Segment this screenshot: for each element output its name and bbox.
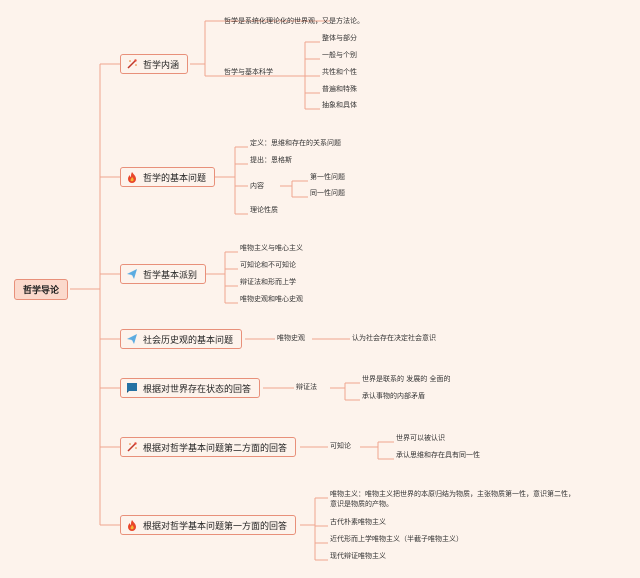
branch-first-aspect[interactable]: 根据对哲学基本问题第一方面的回答 — [120, 515, 297, 535]
leaf-item: 世界可以被认识 — [396, 434, 445, 442]
branch-world-state[interactable]: 根据对世界存在状态的回答 — [120, 378, 261, 398]
root-node[interactable]: 哲学导论 — [14, 279, 69, 300]
paper-plane-icon — [126, 268, 138, 280]
branch-label: 哲学基本派别 — [143, 270, 198, 281]
sparkle-icon — [126, 441, 138, 453]
branch-basic-problem[interactable]: 哲学的基本问题 — [120, 167, 216, 187]
leaf-item: 内容 — [250, 182, 264, 190]
leaf-item: 可知论和不可知论 — [240, 261, 296, 269]
fire-icon — [126, 519, 138, 531]
leaf-item: 唯物主义：唯物主义把世界的本原归结为物质，主张物质第一性，意识第二性， — [330, 490, 575, 498]
leaf-item: 一般与个别 — [322, 51, 357, 59]
branch-schools[interactable]: 哲学基本派别 — [120, 264, 207, 284]
leaf-item: 可知论 — [330, 442, 351, 450]
branch-philosophy-meaning[interactable]: 哲学内涵 — [120, 54, 189, 74]
leaf-item: 承认事物的内部矛盾 — [362, 392, 425, 400]
leaf-item: 近代形而上学唯物主义（半截子唯物主义） — [330, 535, 463, 543]
leaf-item: 意识是物质的产物。 — [330, 500, 393, 508]
leaf-item: 共性和个性 — [322, 68, 357, 76]
flag-icon — [126, 382, 138, 394]
leaf-item: 辩证法和形而上学 — [240, 278, 296, 286]
leaf-item: 整体与部分 — [322, 34, 357, 42]
fire-icon — [126, 171, 138, 183]
leaf-item: 唯物史观 — [277, 334, 305, 342]
branch-label: 哲学内涵 — [143, 60, 180, 71]
branch-label: 根据对哲学基本问题第一方面的回答 — [143, 521, 288, 532]
leaf-item: 同一性问题 — [310, 189, 345, 197]
branch-label: 根据对世界存在状态的回答 — [143, 384, 252, 395]
leaf-item: 定义：思维和存在的关系问题 — [250, 139, 341, 147]
leaf-item: 认为社会存在决定社会意识 — [352, 334, 436, 342]
leaf-item: 辩证法 — [296, 383, 317, 391]
leaf-philosophy-and-science: 哲学与基本科学 — [224, 68, 273, 76]
leaf-item: 唯物史观和唯心史观 — [240, 295, 303, 303]
branch-second-aspect[interactable]: 根据对哲学基本问题第二方面的回答 — [120, 437, 297, 457]
branch-label: 社会历史观的基本问题 — [143, 335, 234, 346]
leaf-item: 第一性问题 — [310, 173, 345, 181]
leaf-item: 理论性质 — [250, 206, 278, 214]
paper-plane-icon — [126, 333, 138, 345]
leaf-item: 古代朴素唯物主义 — [330, 518, 386, 526]
branch-label: 根据对哲学基本问题第二方面的回答 — [143, 443, 288, 454]
sparkle-icon — [126, 58, 138, 70]
leaf-item: 抽象和具体 — [322, 101, 357, 109]
leaf-item: 普遍和特殊 — [322, 85, 357, 93]
leaf-item: 唯物主义与唯心主义 — [240, 244, 303, 252]
leaf-item: 现代辩证唯物主义 — [330, 552, 386, 560]
branch-label: 哲学的基本问题 — [143, 173, 207, 184]
leaf-definition: 哲学是系统化理论化的世界观，又是方法论。 — [224, 17, 364, 25]
leaf-item: 提出：恩格斯 — [250, 156, 292, 164]
leaf-item: 世界是联系的 发展的 全面的 — [362, 375, 451, 383]
branch-social-history[interactable]: 社会历史观的基本问题 — [120, 329, 243, 349]
leaf-item: 承认思维和存在具有同一性 — [396, 451, 480, 459]
